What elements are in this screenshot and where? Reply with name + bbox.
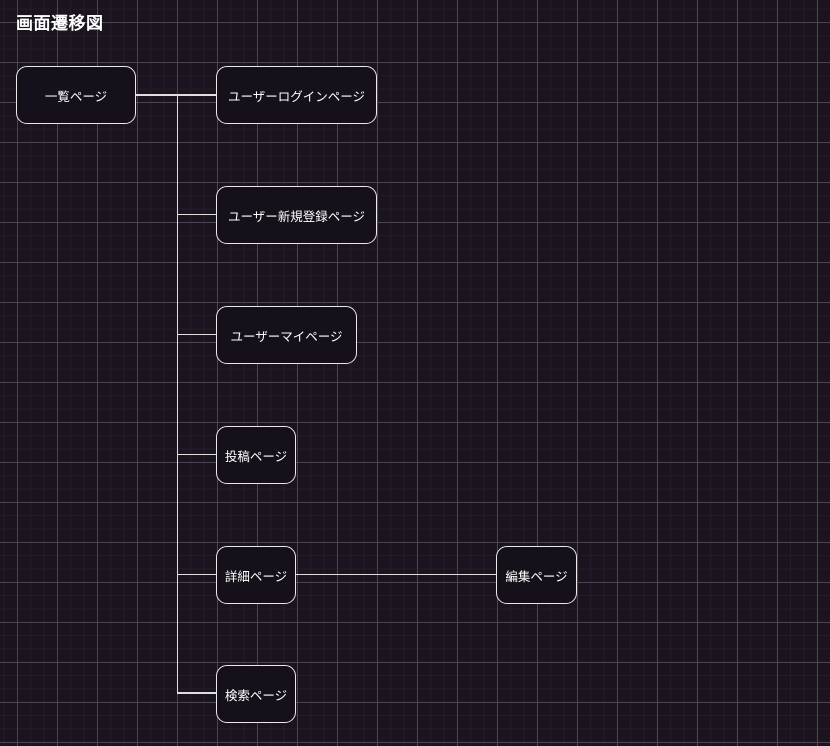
node-user-register-page[interactable]: ユーザー新規登録ページ — [216, 186, 377, 244]
node-post-page[interactable]: 投稿ページ — [216, 426, 296, 484]
node-detail-page[interactable]: 詳細ページ — [216, 546, 296, 604]
node-user-mypage[interactable]: ユーザーマイページ — [216, 306, 357, 364]
node-user-register-page-label: ユーザー新規登録ページ — [227, 209, 365, 224]
connector-trunk[interactable] — [176, 94, 178, 694]
node-list-page-label: 一覧ページ — [44, 89, 108, 104]
connector-list-to-login[interactable] — [136, 94, 216, 96]
node-list-page[interactable]: 一覧ページ — [16, 66, 136, 124]
page-title: 画面遷移図 — [16, 14, 104, 33]
node-detail-page-label: 詳細ページ — [224, 569, 288, 584]
node-edit-page[interactable]: 編集ページ — [496, 546, 577, 604]
node-post-page-label: 投稿ページ — [224, 449, 288, 464]
node-user-login-page-label: ユーザーログインページ — [227, 89, 365, 104]
node-edit-page-label: 編集ページ — [505, 569, 568, 584]
node-user-login-page[interactable]: ユーザーログインページ — [216, 66, 377, 124]
node-search-page[interactable]: 検索ページ — [216, 665, 296, 723]
connector-list-to-mypage[interactable] — [176, 333, 216, 335]
node-search-page-label: 検索ページ — [224, 688, 288, 703]
node-user-mypage-label: ユーザーマイページ — [230, 329, 343, 344]
connector-list-to-search[interactable] — [176, 692, 216, 694]
connector-list-to-register[interactable] — [176, 213, 216, 215]
connector-list-to-detail[interactable] — [176, 573, 216, 575]
connector-list-to-post[interactable] — [176, 453, 216, 455]
connector-detail-to-edit[interactable] — [296, 573, 496, 575]
